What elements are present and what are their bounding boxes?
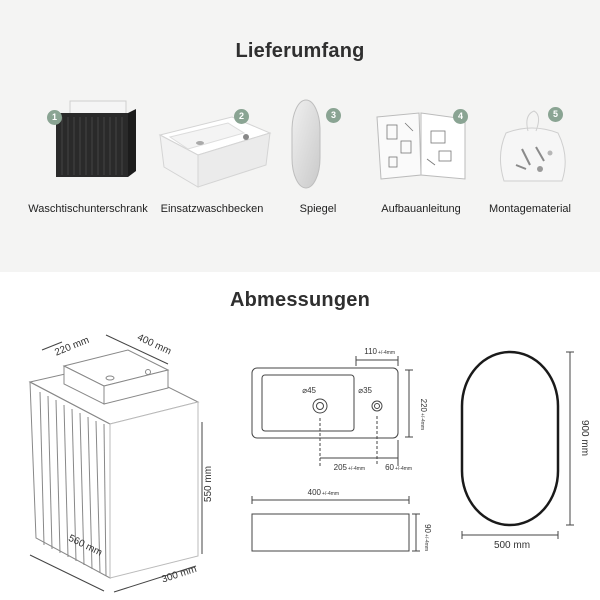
cabinet-drawing [28,334,203,593]
item-label: Einsatzwaschbecken [160,203,264,215]
basin-width-label: 400 [308,488,322,497]
delivery-title: Lieferumfang [235,40,365,62]
basin-offset-label: 110 [364,347,377,356]
delivery-item-manual: 4 Aufbauanleitung [361,95,481,225]
cabinet-icon [56,100,136,177]
basin-depth-tolerance: +/-4mm [419,413,425,430]
item-label: Aufbauanleitung [381,203,461,215]
basin-depth-label: 220 [419,399,428,413]
basin-height-label: 90 [423,524,432,533]
cabinet-depth-label: 300 mm [160,564,198,586]
mirror-height-label: 900 mm [579,420,590,456]
delivery-item-hardware: 5 Montagematerial [470,95,590,225]
item-label: Montagematerial [489,203,571,215]
item-label: Waschtischunterschrank [28,203,148,215]
delivery-item-basin: 2 Einsatzwaschbecken [152,95,272,225]
cabinet-width-top-label: 400 mm [135,332,172,357]
item-number-badge: 5 [548,107,563,122]
mirror-icon [291,99,321,189]
cabinet-height-label: 550 mm [203,466,214,502]
cabinet-depth-top-label: 220 mm [53,335,91,359]
basin-height-tolerance: +/-4mm [423,534,429,551]
basin-icon [158,116,272,188]
item-number-badge: 2 [234,109,249,124]
manual-icon [376,112,466,180]
basin-top-drawing [251,356,413,466]
item-number-badge: 3 [326,108,341,123]
item-number-badge: 1 [47,110,62,125]
cabinet-width-label: 560 mm [66,533,103,559]
mirror-width-label: 500 mm [494,540,530,551]
basin-tap-distance-tolerance: +/-4mm [395,466,412,472]
basin-offset-tolerance: +/-4mm [378,350,395,356]
delivery-item-cabinet: 1 Waschtischunterschrank [28,95,148,225]
dimensions-title: Abmessungen [229,289,370,311]
basin-side-drawing [251,496,420,552]
basin-tap-distance-label: 60 [385,463,394,472]
basin-tap-hole-label: ⌀35 [358,386,372,395]
item-label: Spiegel [299,203,337,215]
basin-drain-distance-tolerance: +/-4mm [348,466,365,472]
hardware-bag-icon [500,110,566,182]
delivery-item-mirror: 3 Spiegel [258,95,378,225]
item-number-badge: 4 [453,109,468,124]
basin-drain-hole-label: ⌀45 [302,386,316,395]
basin-drain-distance-label: 205 [334,463,348,472]
basin-width-tolerance: +/-4mm [322,491,339,497]
mirror-drawing [460,350,574,539]
